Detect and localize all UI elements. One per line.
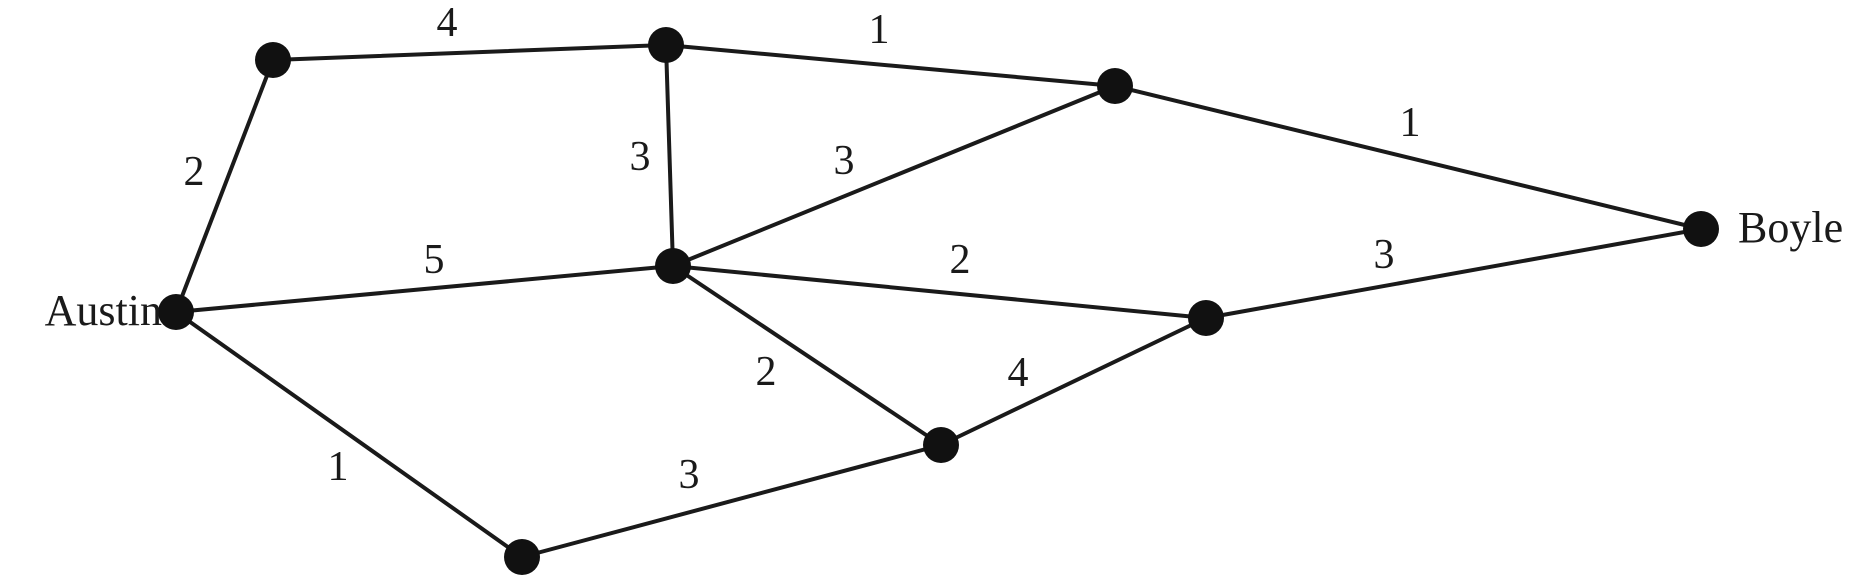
edge-n_top_left-n_top_mid	[271, 43, 668, 62]
edge-weight-label: 3	[630, 134, 651, 180]
edge-n_top_mid-n_center	[664, 43, 675, 268]
edges-layer	[174, 43, 1703, 559]
node-n_center	[655, 248, 691, 284]
edge-weight-label: 1	[328, 444, 349, 490]
edge-austin-n_top_left	[174, 58, 275, 314]
node-n_bottom_mid	[923, 427, 959, 463]
edge-weight-label: 5	[424, 237, 445, 283]
edge-weight-label: 3	[834, 138, 855, 184]
node-n_mid_right	[1188, 300, 1224, 336]
edge-weight-label: 4	[437, 0, 458, 46]
edge-n_center-n_top_right	[671, 84, 1117, 268]
edge-weight-label: 2	[950, 237, 971, 283]
edge-n_top_mid-n_top_right	[664, 43, 1117, 88]
edge-weight-label: 2	[184, 149, 205, 195]
edge-n_bottom_left-n_bottom_mid	[520, 443, 943, 559]
edge-n_top_right-boyle	[1113, 84, 1703, 231]
edge-weight-label: 1	[1400, 100, 1421, 146]
node-n_top_mid	[648, 27, 684, 63]
node-boyle	[1683, 211, 1719, 247]
edge-weight-label: 2	[756, 349, 777, 395]
edge-n_mid_right-boyle	[1204, 227, 1703, 320]
node-n_top_right	[1097, 68, 1133, 104]
edge-weight-label: 3	[679, 452, 700, 498]
edge-n_bottom_mid-n_mid_right	[939, 316, 1208, 447]
edge-austin-n_center	[174, 264, 675, 314]
edge-n_center-n_bottom_mid	[671, 264, 943, 447]
node-n_bottom_left	[504, 539, 540, 575]
edge-weight-label: 3	[1374, 232, 1395, 278]
node-label-boyle: Boyle	[1738, 203, 1843, 252]
nodes-layer	[158, 27, 1719, 575]
edge-weight-label: 1	[869, 7, 890, 53]
edge-n_center-n_mid_right	[671, 264, 1208, 320]
node-n_top_left	[255, 42, 291, 78]
edge-weight-label: 4	[1008, 350, 1029, 396]
edge-austin-n_bottom_left	[174, 310, 524, 559]
node-label-austin: Austin	[45, 286, 162, 335]
node-austin	[158, 294, 194, 330]
